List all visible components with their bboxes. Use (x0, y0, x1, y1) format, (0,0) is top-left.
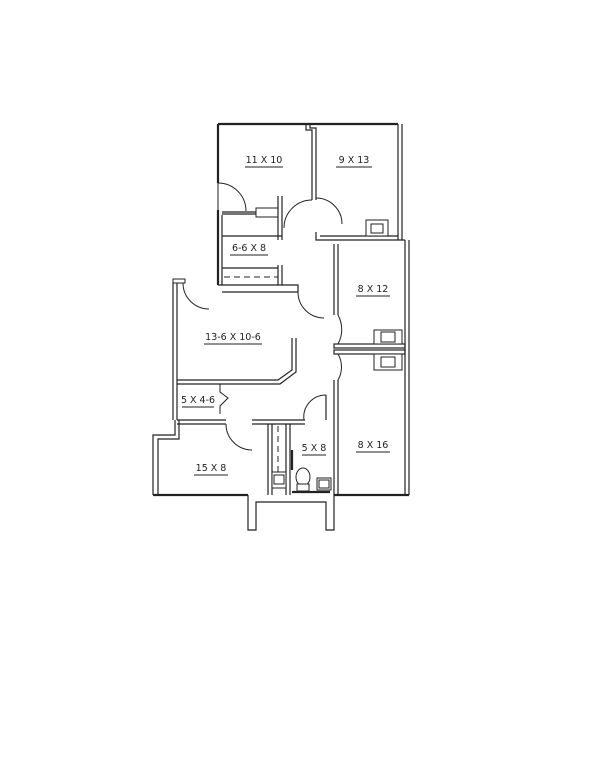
fixtures (271, 219, 403, 494)
room-label: 13-6 X 10-6 (205, 332, 261, 343)
porch (247, 495, 335, 531)
toilet-icon (292, 467, 330, 494)
sink-icon (373, 353, 403, 371)
room-label: 5 X 4-6 (181, 395, 215, 406)
sink-icon (316, 477, 332, 491)
sink-icon (373, 329, 403, 345)
sink-icon (365, 219, 389, 237)
exterior-walls (152, 122, 410, 497)
room-labels: 11 X 10 9 X 13 6-6 X 8 8 X 12 13-6 X 10-… (181, 155, 390, 476)
room-label: 9 X 13 (339, 155, 370, 166)
room-label: 8 X 16 (358, 440, 389, 451)
doors (182, 182, 343, 451)
room-label: 15 X 8 (196, 463, 227, 474)
room-label: 6-6 X 8 (232, 243, 266, 254)
room-label: 8 X 12 (358, 284, 389, 295)
sink-icon (271, 471, 287, 489)
room-label: 11 X 10 (246, 155, 283, 166)
room-label: 5 X 8 (302, 443, 327, 454)
